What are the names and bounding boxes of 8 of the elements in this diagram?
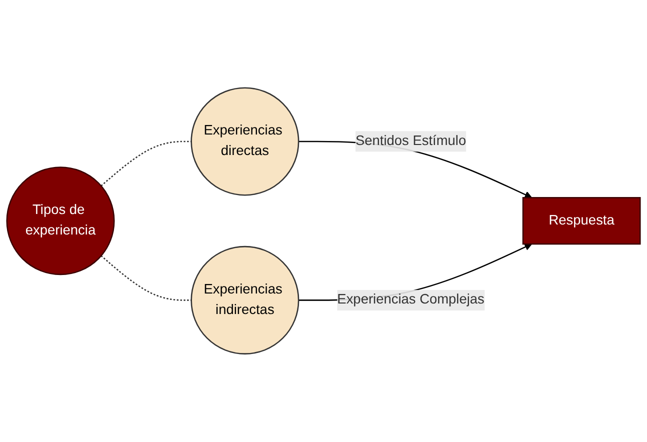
node-circle: Experiencias directas xyxy=(190,87,300,196)
node-circle: Tipos de experiencia xyxy=(6,166,115,276)
node-circle: Experiencias indirectas xyxy=(190,246,300,355)
edge-label: Experiencias Complejas xyxy=(337,292,484,308)
node-box: Respuesta xyxy=(522,197,641,245)
edge-label: Sentidos Estímulo xyxy=(355,134,466,148)
connector xyxy=(100,141,192,186)
connector xyxy=(100,255,192,301)
